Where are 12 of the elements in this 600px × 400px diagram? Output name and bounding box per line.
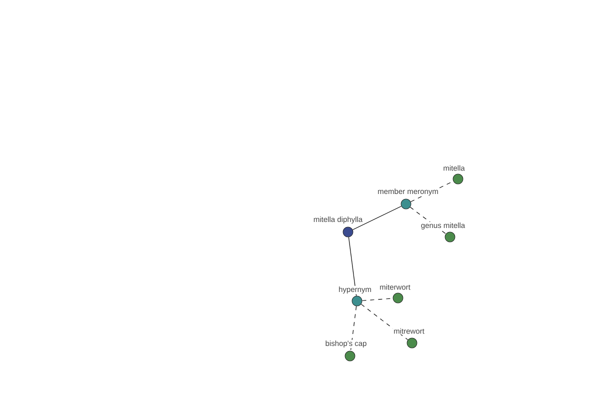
circle-node [352,296,362,306]
circle-node [344,350,356,362]
circle-node [342,226,354,238]
circle-node [392,292,404,304]
circle-node [400,198,412,210]
connector-line [410,206,446,234]
circle-node [444,232,456,242]
connector-line [352,206,402,230]
connector-line [360,304,408,340]
circle-node [406,338,418,348]
connector-line [350,306,357,352]
circle-node [452,174,464,184]
